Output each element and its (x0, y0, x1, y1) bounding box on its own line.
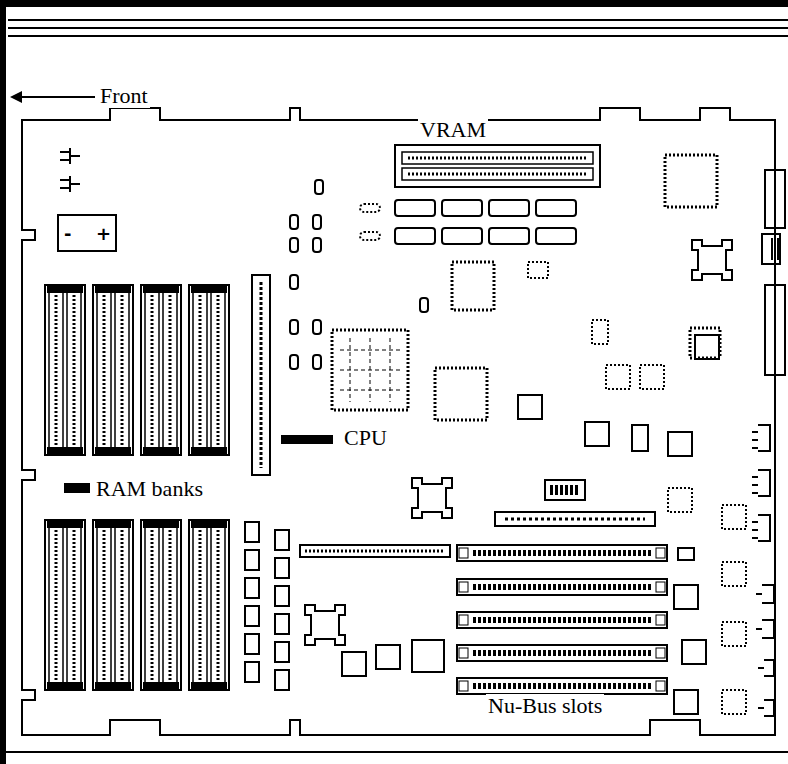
part-label: CPU (342, 426, 389, 450)
svg-text:+: + (96, 223, 111, 244)
svg-text:-: - (64, 223, 71, 244)
part-label: Front (98, 84, 150, 108)
part-label: RAM banks (94, 477, 205, 501)
part-label: VRAM (418, 118, 488, 142)
part-label: Nu-Bus slots (486, 694, 604, 718)
